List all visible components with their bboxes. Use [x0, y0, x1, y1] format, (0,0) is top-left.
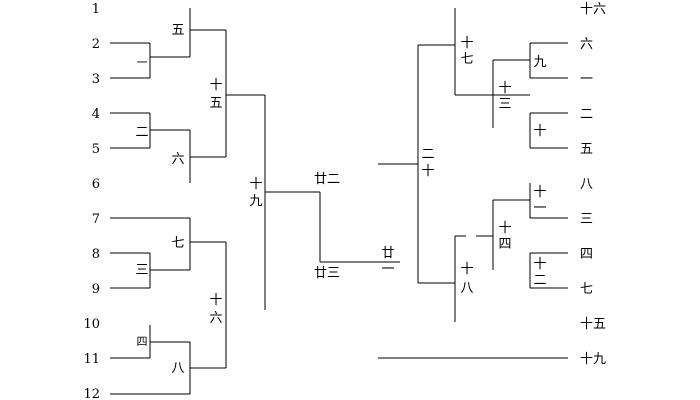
match-label-20-bottom: 十	[421, 164, 434, 179]
left-seed-11: 11	[83, 352, 100, 367]
match-label-14-bottom: 四	[498, 237, 511, 252]
match-label-17-top: 十	[460, 36, 473, 51]
match-label-16-top: 十	[209, 293, 222, 308]
left-bracket-lines	[110, 8, 400, 395]
left-seed-10: 10	[83, 317, 100, 332]
right-bracket-lines	[378, 8, 568, 359]
left-seed-3: 3	[92, 72, 100, 87]
match-label-21-top: 廿	[381, 246, 394, 261]
left-seed-6: 6	[92, 177, 100, 192]
right-slot-5: 五	[580, 142, 593, 157]
match-label-3: 三	[135, 263, 148, 278]
match-label-18-top: 十	[460, 262, 473, 277]
right-slot-3: 一	[580, 72, 593, 87]
match-label-16-bottom: 六	[209, 311, 222, 326]
match-label-5: 五	[171, 23, 184, 38]
match-label-19-top: 十	[249, 177, 262, 192]
match-label-23: 廿三	[314, 266, 340, 281]
left-seed-7: 7	[92, 212, 100, 227]
match-label-9: 九	[533, 55, 546, 70]
match-label-18-bottom: 八	[460, 281, 473, 296]
match-label-12-bottom: 二	[533, 273, 546, 288]
match-label-8: 八	[171, 361, 184, 376]
left-seed-1: 1	[92, 2, 100, 17]
right-slot-4: 二	[580, 107, 593, 122]
right-slot-2: 六	[580, 37, 593, 52]
match-label-12-top: 十	[533, 257, 546, 272]
match-label-2: 二	[135, 125, 148, 140]
left-seed-8: 8	[92, 247, 100, 262]
left-seed-9: 9	[92, 282, 100, 297]
right-slot-8: 四	[580, 247, 593, 262]
right-slot-7: 三	[580, 212, 593, 227]
match-label-10: 十	[533, 124, 546, 139]
left-seed-5: 5	[92, 142, 100, 157]
match-label-15-top: 十	[209, 78, 222, 93]
match-label-11-top: 十	[533, 185, 546, 200]
match-label-6: 六	[171, 152, 184, 167]
right-slot-10: 十五	[580, 317, 606, 332]
match-label-14-top: 十	[498, 221, 511, 236]
left-seed-2: 2	[92, 37, 100, 52]
right-slot-9: 七	[580, 282, 593, 297]
match-label-21-bottom: 一	[381, 262, 394, 277]
left-seed-4: 4	[92, 107, 100, 122]
match-label-20-top: 二	[421, 147, 434, 162]
match-label-7: 七	[171, 236, 184, 251]
match-label-17-bottom: 七	[460, 52, 473, 67]
right-slot-11: 十九	[580, 352, 606, 367]
match-label-1: 一	[137, 56, 148, 69]
match-label-15-bottom: 五	[209, 96, 222, 111]
match-label-13-bottom: 三	[498, 97, 511, 112]
match-label-4: 四	[137, 335, 148, 348]
match-label-22: 廿二	[314, 172, 340, 187]
right-slot-6: 八	[580, 177, 593, 192]
left-seed-12: 12	[83, 387, 100, 400]
match-label-19-bottom: 九	[249, 194, 262, 209]
right-slot-1: 十六	[580, 2, 606, 17]
match-label-11-bottom: 一	[533, 201, 546, 216]
match-label-13-top: 十	[498, 81, 511, 96]
